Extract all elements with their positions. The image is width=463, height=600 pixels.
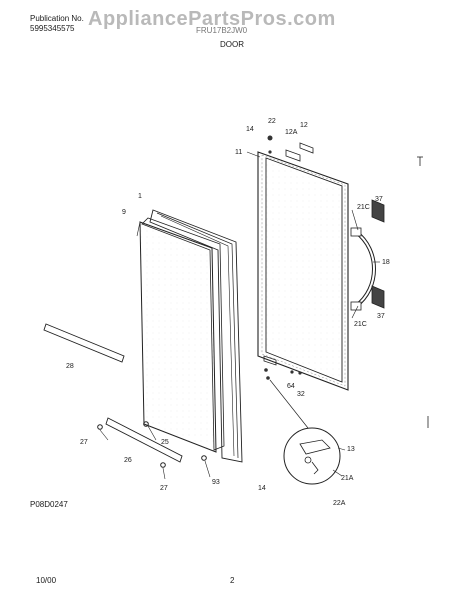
callout-27-left: 27 bbox=[80, 439, 88, 446]
callout-12: 12 bbox=[300, 122, 308, 129]
callout-27-bottom: 27 bbox=[160, 485, 168, 492]
top-small-parts bbox=[267, 135, 314, 162]
callout-9: 9 bbox=[122, 209, 126, 216]
hinge-detail bbox=[269, 379, 341, 485]
callout-26: 26 bbox=[124, 457, 132, 464]
callout-37-top: 37 bbox=[375, 196, 383, 203]
door-gasket bbox=[149, 209, 243, 463]
callout-93: 93 bbox=[212, 479, 220, 486]
publication-number: 5995345575 bbox=[30, 24, 75, 33]
leader-lines bbox=[99, 151, 380, 480]
section-title: DOOR bbox=[220, 40, 244, 49]
callout-28: 28 bbox=[66, 363, 74, 370]
screws bbox=[97, 355, 302, 468]
inner-door-panel bbox=[136, 217, 225, 453]
watermark: AppliancePartsPros.com bbox=[88, 8, 336, 30]
callout-12a: 12A bbox=[285, 129, 298, 136]
callout-11: 11 bbox=[235, 149, 242, 156]
handle-caps bbox=[371, 199, 385, 309]
page-number: 2 bbox=[230, 576, 235, 585]
callout-18: 18 bbox=[382, 259, 390, 266]
callout-32: 32 bbox=[297, 391, 305, 398]
callout-22: 22 bbox=[268, 118, 276, 125]
door-shell bbox=[257, 151, 349, 391]
callout-13: 13 bbox=[347, 446, 355, 453]
callout-64: 64 bbox=[287, 383, 295, 390]
publication-label: Publication No. bbox=[30, 14, 84, 23]
callout-22a: 22A bbox=[333, 500, 346, 507]
toe-strip bbox=[43, 323, 125, 363]
callout-21a: 21A bbox=[341, 475, 354, 482]
footer-date: 10/00 bbox=[36, 576, 57, 585]
callout-21c-bottom: 21C bbox=[354, 321, 367, 328]
door-handle bbox=[350, 227, 376, 311]
callout-14-top: 14 bbox=[246, 126, 254, 133]
diagram-code: P08D0247 bbox=[30, 500, 68, 509]
callout-21c-top: 21C bbox=[357, 204, 370, 211]
callout-14-bottom: 14 bbox=[258, 485, 266, 492]
callout-1: 1 bbox=[138, 193, 142, 200]
callout-25: 25 bbox=[161, 439, 169, 446]
model-number: FRU17B2JW0 bbox=[196, 26, 248, 35]
callout-37-bottom: 37 bbox=[377, 313, 385, 320]
bottom-strip bbox=[105, 417, 183, 463]
callout-labels: 1 9 11 12 12A 13 14 14 18 21A 21C 21C 22… bbox=[66, 118, 390, 507]
